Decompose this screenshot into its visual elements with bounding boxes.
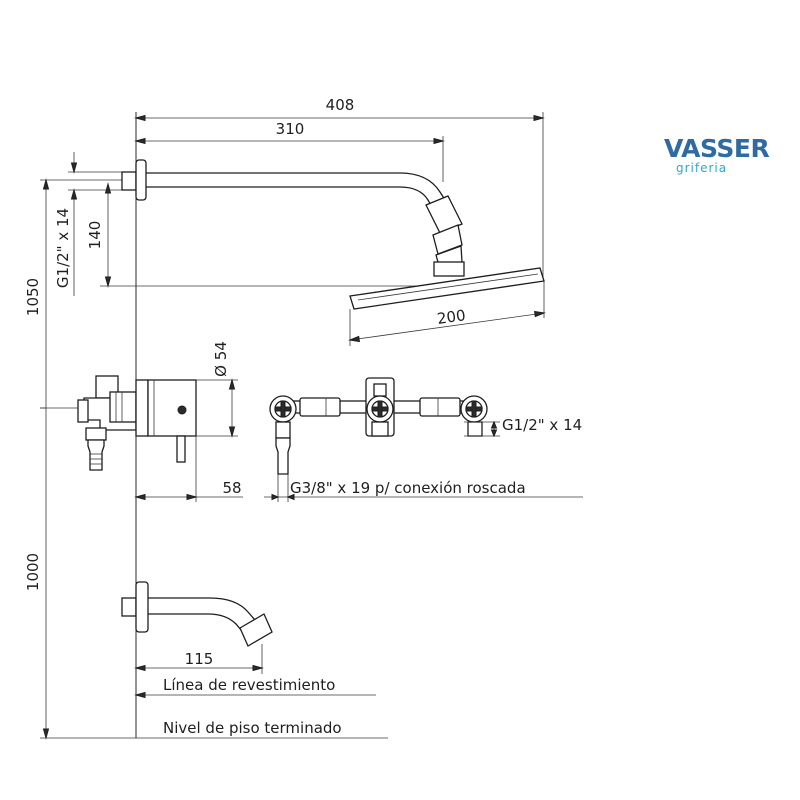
port-center (366, 395, 394, 423)
dimension-140: 140 (86, 182, 440, 288)
mixer-valve: Ø 54 58 (77, 341, 243, 502)
dim-showerhead-width: 200 (436, 306, 467, 328)
dimension-408: 408 (134, 96, 545, 278)
dim-spout-length: 115 (185, 650, 214, 668)
label-floor-line: Nivel de piso terminado (163, 719, 342, 737)
dim-connection-top: G1/2" x 14 (54, 208, 72, 288)
bath-spout: 115 (121, 581, 273, 674)
dimension-1050: 1050 (24, 178, 136, 740)
dim-handle-diameter: Ø 54 (212, 341, 230, 377)
vasser-logo: VASSER griferia (664, 134, 770, 175)
brand-tagline: griferia (676, 161, 727, 175)
dim-overall-width: 408 (326, 96, 355, 114)
inwall-valve-front: G1/2" x 14 G3/8" x 19 p/ conexión roscad… (264, 377, 583, 502)
dim-arm-length: 310 (276, 120, 305, 138)
dimension-connection-top: G1/2" x 14 (54, 152, 128, 296)
dimension-310: 310 (134, 120, 445, 182)
port-right (460, 395, 488, 423)
wall-line-label: Línea de revestimiento (134, 676, 376, 699)
dim-floor-height: 1000 (24, 553, 42, 591)
dim-arm-drop: 140 (86, 221, 104, 250)
port-left (269, 395, 297, 423)
dim-connection-bottom: G3/8" x 19 p/ conexión roscada (290, 479, 526, 497)
label-wall-line: Línea de revestimiento (163, 676, 335, 694)
shower-head: 200 (348, 267, 546, 346)
dim-total-height: 1050 (24, 278, 42, 316)
floor-line-label: Nivel de piso terminado (40, 719, 388, 739)
dim-valve-depth: 58 (222, 479, 241, 497)
shower-arm (121, 159, 465, 277)
brand-name: VASSER (664, 134, 769, 163)
dimension-1000: 1000 (24, 407, 46, 591)
dim-connection-right: G1/2" x 14 (502, 416, 582, 434)
